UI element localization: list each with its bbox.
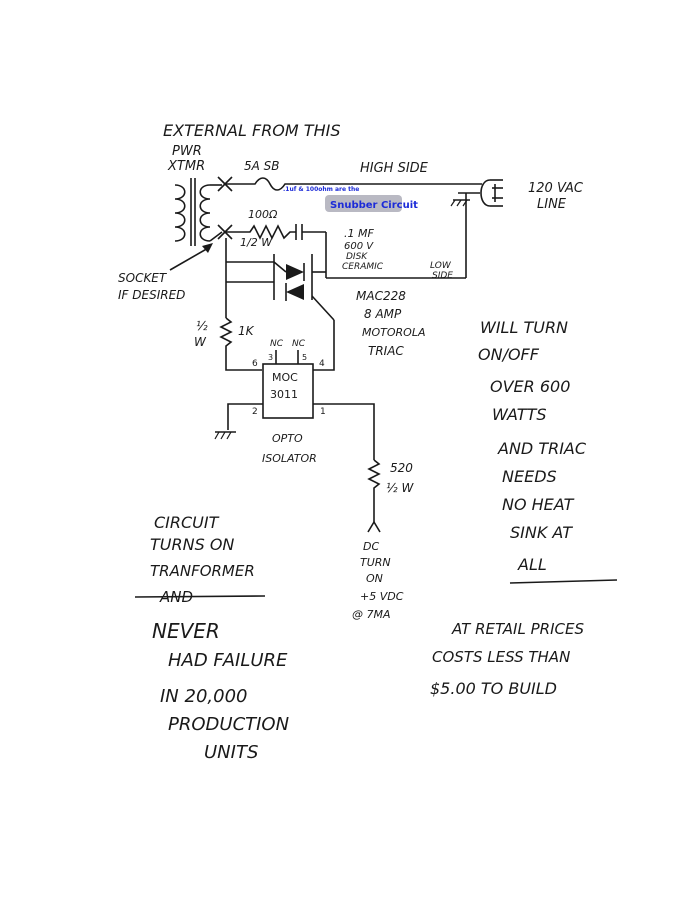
r2-value-label: 520	[390, 461, 413, 475]
left-note-line: NEVER	[152, 619, 220, 643]
snubber-note-box	[325, 195, 402, 212]
cost-note-line: AT RETAIL PRICES	[451, 620, 584, 638]
moc-label-1: MOC	[272, 371, 298, 384]
low-side-label-2: SIDE	[432, 271, 453, 281]
dc-label-1: DC	[363, 540, 379, 553]
right-note: WILL TURN ON/OFF OVER 600 WATTS AND TRIA…	[478, 318, 618, 584]
pin5-label: 5	[302, 353, 307, 362]
dc-label-4: +5 VDC	[360, 590, 404, 603]
right-note-line: AND TRIAC	[497, 439, 587, 458]
socket-label-1: SOCKET	[118, 271, 168, 285]
high-side-label: HIGH SIDE	[360, 161, 429, 176]
opto-label-2: ISOLATOR	[262, 452, 317, 465]
pin4-label: 4	[319, 359, 325, 369]
snubber-resistor-label: 100Ω	[248, 208, 278, 221]
triac-part-label: MAC228	[356, 289, 406, 303]
r2-resistor	[367, 459, 381, 522]
dc-input-terminal	[367, 520, 381, 533]
socket-label-2: IF DESIRED	[118, 288, 185, 302]
cap-voltage-label: 600 V	[344, 241, 374, 252]
socket-arrow	[169, 246, 211, 271]
moc3011-chip	[262, 363, 314, 419]
left-note: CIRCUIT TURNS ON TRANFORMER AND NEVER HA…	[134, 513, 289, 763]
xtmr-label: XTMR	[167, 159, 205, 174]
line-voltage-label: 120 VAC	[528, 181, 584, 196]
fuse-symbol	[225, 177, 482, 191]
cost-note-line: $5.00 TO BUILD	[430, 679, 557, 698]
pin3-label: 3	[268, 353, 273, 362]
left-note-line: IN 20,000	[160, 686, 247, 707]
moc-label-2: 3011	[270, 388, 298, 401]
right-note-line: WATTS	[492, 405, 547, 424]
pin1-label: 1	[320, 407, 326, 417]
line-label: LINE	[537, 197, 567, 212]
triac-symbol	[273, 254, 335, 321]
pin2-label: 2	[252, 407, 258, 417]
right-note-line: OVER 600	[490, 377, 570, 396]
snubber-note-small: .1uf & 100ohm are the	[283, 186, 359, 193]
left-note-line: TURNS ON	[150, 535, 234, 554]
dc-label-2: TURN	[360, 556, 391, 569]
right-note-line: SINK AT	[510, 523, 573, 542]
dc-label-5: @ 7MA	[352, 608, 391, 621]
left-note-line: UNITS	[204, 742, 258, 763]
snubber-note-title: Snubber Circuit	[330, 200, 418, 211]
left-note-line: PRODUCTION	[168, 714, 289, 735]
r1-watt-label-2: W	[194, 335, 207, 349]
nc-label-1: NC	[270, 339, 284, 349]
ground-symbol	[214, 431, 236, 440]
pwr-label: PWR	[172, 144, 202, 159]
low-side-label-1: LOW	[430, 261, 452, 271]
fuse-label: 5A SB	[244, 159, 280, 173]
cap-type-label-1: DISK	[346, 252, 368, 262]
strikethrough	[134, 595, 266, 598]
r1-resistor	[219, 317, 262, 371]
r1-value-label: 1K	[238, 324, 255, 338]
triac-brand-label: MOTOROLA	[362, 326, 425, 339]
r1-watt-label-1: ½	[196, 319, 208, 333]
snubber-callout: .1uf & 100ohm are the Snubber Circuit	[283, 186, 418, 212]
dc-label-3: ON	[366, 572, 383, 585]
opto-label-1: OPTO	[272, 432, 303, 445]
right-note-line: NEEDS	[502, 467, 557, 486]
cap-type-label-2: CERAMIC	[342, 262, 384, 272]
triac-amp-label: 8 AMP	[364, 307, 402, 321]
nc-label-2: NC	[292, 339, 306, 349]
pin6-label: 6	[252, 359, 258, 369]
cap-value-label: .1 MF	[344, 227, 374, 240]
left-note-line: HAD FAILURE	[168, 650, 288, 671]
snubber-resistor	[225, 224, 296, 240]
snubber-resistor-watt: 1/2 W	[240, 236, 273, 249]
cost-note: AT RETAIL PRICES COSTS LESS THAN $5.00 T…	[430, 620, 584, 698]
right-note-line: ON/OFF	[478, 345, 540, 364]
right-note-line: ALL	[517, 555, 547, 574]
left-note-line: TRANFORMER	[150, 562, 255, 580]
r2-watt-label: ½ W	[386, 481, 414, 495]
transformer-symbol	[174, 178, 223, 246]
right-note-line: NO HEAT	[502, 495, 575, 514]
plug-symbol	[450, 179, 503, 207]
triac-word-label: TRIAC	[368, 344, 404, 358]
external-label: EXTERNAL FROM THIS	[163, 121, 340, 140]
right-note-line: WILL TURN	[480, 318, 568, 337]
cost-note-line: COSTS LESS THAN	[432, 648, 570, 666]
left-note-line: CIRCUIT	[154, 513, 220, 532]
